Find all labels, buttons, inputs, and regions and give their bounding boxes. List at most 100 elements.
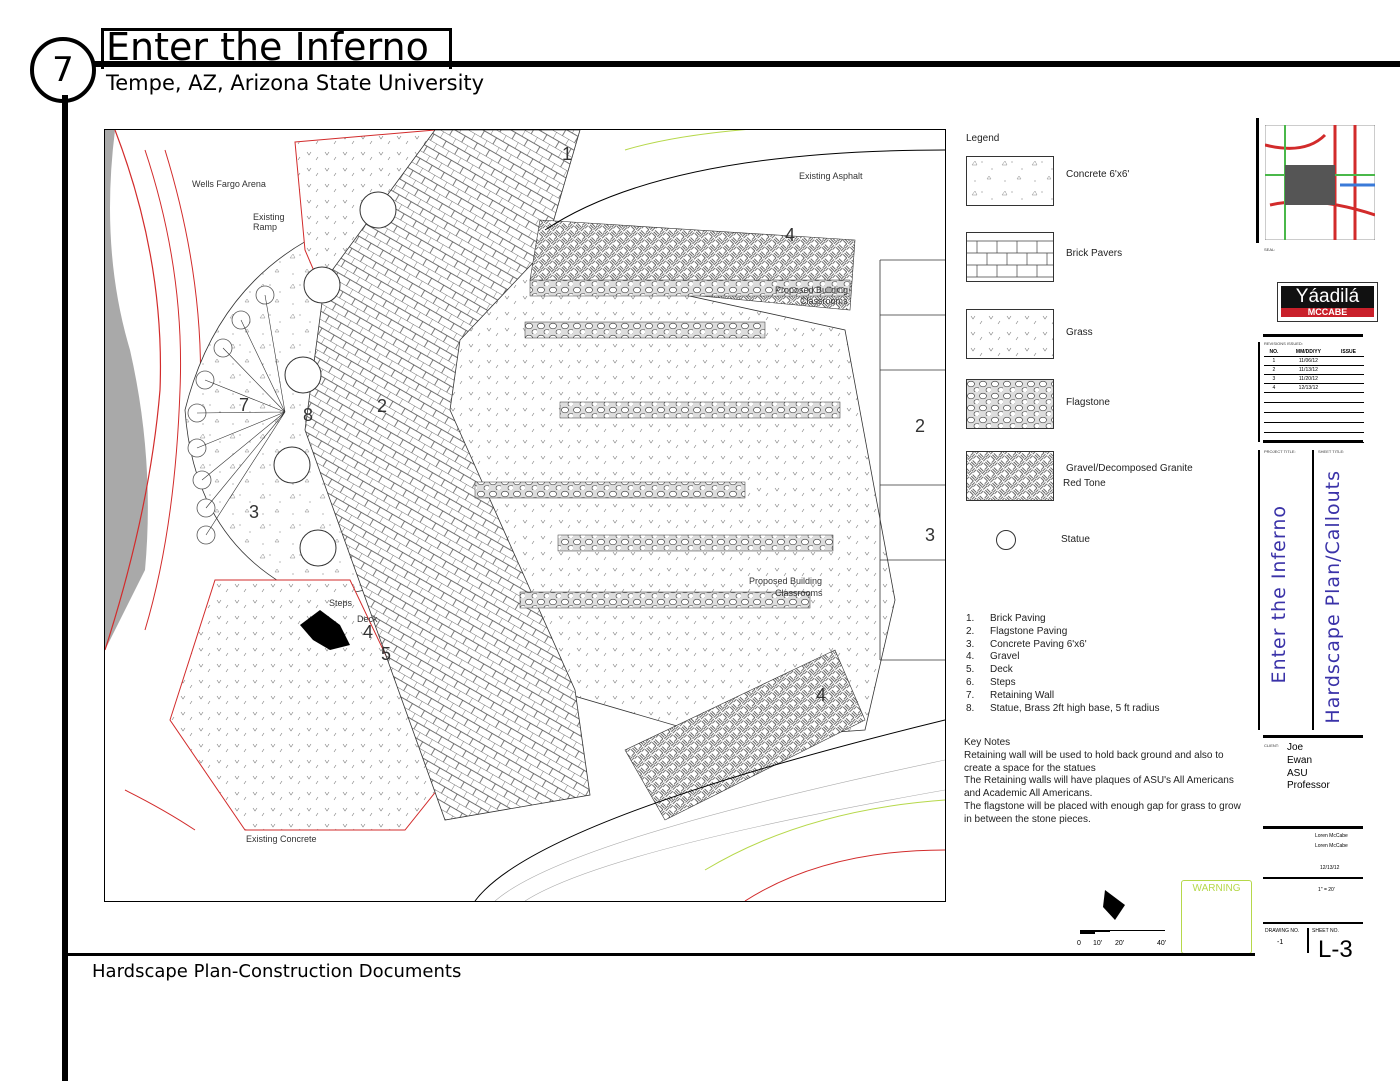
callout-2: 2: [377, 396, 387, 416]
note-item: 5.Deck: [966, 664, 1013, 676]
sheet-number-circle: 7: [30, 37, 96, 103]
label-existing-concrete: Existing Concrete: [246, 834, 317, 844]
callout-2: 2: [915, 416, 925, 436]
north-arrow-icon: [1103, 890, 1125, 920]
scale-label: 20': [1115, 940, 1124, 947]
revision-row-empty: [1264, 422, 1364, 433]
site-plan: Wells Fargo Arena Existing Ramp Existing…: [104, 129, 946, 902]
callout-4: 4: [363, 622, 373, 642]
label-classrooms: Classrooms: [800, 296, 848, 306]
note-item: 6.Steps: [966, 676, 1016, 688]
tb-rule: [1263, 735, 1363, 738]
revisions-label: REVISIONS ISSUED:: [1264, 341, 1303, 346]
key-note: The Retaining walls will have plaques of…: [964, 775, 1234, 800]
label-existing-ramp: Existing: [253, 212, 285, 222]
drawn-by: Loren McCabe: [1315, 833, 1348, 839]
legend-item-brick: Brick Pavers: [966, 232, 1246, 282]
scale-label: 10': [1093, 940, 1102, 947]
location-map: [1265, 125, 1375, 240]
tb-rule: [1256, 118, 1259, 243]
tb-rule: [1263, 334, 1363, 337]
legend-title: Legend: [966, 133, 1000, 144]
legend-item-grass: Grass: [966, 309, 1246, 359]
note-item: 3.Concrete Paving 6'x6': [966, 638, 1087, 650]
note-item: 4.Gravel: [966, 651, 1020, 663]
label-classrooms-2: Classrooms: [775, 588, 823, 598]
label-steps: Steps: [329, 598, 353, 608]
revision-row-empty: [1264, 392, 1364, 403]
sheet-number: L-3: [1318, 936, 1353, 963]
callout-3: 3: [925, 525, 935, 545]
legend: Legend Concrete 6'x6' Brick Pavers Grass…: [966, 133, 1246, 550]
note-item: 1.Brick Paving: [966, 613, 1046, 624]
title-frame: [101, 28, 452, 69]
north-arrow-and-scale: 0 10' 20' 40': [1077, 890, 1166, 947]
warning-stamp: WARNING: [1181, 880, 1252, 954]
tb-rule: [1258, 450, 1260, 730]
key-notes-title: Key Notes: [964, 737, 1011, 748]
page-subtitle: Tempe, AZ, Arizona State University: [106, 71, 485, 95]
callout-8: 8: [303, 405, 313, 425]
legend-item-concrete: Concrete 6'x6': [966, 156, 1246, 206]
revision-row-empty: [1264, 432, 1364, 443]
callout-4: 4: [785, 225, 795, 245]
label-proposed-building-2: Proposed Building: [749, 576, 822, 586]
scale: 1" = 20': [1318, 887, 1335, 893]
label-deck: Deck: [357, 614, 378, 624]
grass-swatch: [966, 309, 1054, 359]
gravel-swatch: [966, 451, 1054, 501]
tb-rule: [1263, 922, 1363, 924]
tb-rule: [1312, 450, 1314, 730]
label-wells-fargo-arena: Wells Fargo Arena: [192, 179, 266, 189]
footer-title: Hardscape Plan-Construction Documents: [92, 961, 462, 982]
date: 12/13/12: [1320, 865, 1340, 871]
left-rule: [62, 95, 68, 1081]
legend-item-flagstone: Flagstone: [966, 379, 1246, 429]
client-label: CLIENT:: [1264, 743, 1279, 748]
sheet-no-label: SHEET NO.: [1312, 928, 1339, 934]
note-item: 8.Statue, Brass 2ft high base, 5 ft radi…: [966, 702, 1160, 714]
firm-logo: Yáadilá MCCABE: [1277, 282, 1378, 322]
callout-4: 4: [816, 685, 826, 705]
label-existing-ramp-2: Ramp: [253, 222, 277, 232]
header-rule: [88, 61, 1400, 67]
sheet-title-label: SHEET TITLE:: [1318, 449, 1345, 454]
sheet-title: Hardscape Plan/Callouts: [1322, 470, 1344, 724]
label-existing-asphalt: Existing Asphalt: [799, 171, 863, 181]
drawing-no: -1: [1277, 939, 1284, 946]
tb-rule: [1307, 928, 1309, 953]
key-note: Retaining wall will be used to hold back…: [964, 749, 1224, 774]
scale-label: 0: [1077, 940, 1081, 947]
revision-row-empty: [1264, 412, 1364, 423]
client-info: Joe Ewan ASU Professor: [1287, 742, 1330, 792]
callout-5: 5: [381, 644, 391, 664]
revision-row-empty: [1264, 402, 1364, 413]
footer-rule: [65, 953, 1255, 956]
checked-by: Loren McCabe: [1315, 843, 1348, 849]
scale-label: 40': [1157, 940, 1166, 947]
flagstone-swatch: [966, 379, 1054, 429]
seal-label: SEAL:: [1264, 247, 1276, 252]
callout-3: 3: [249, 502, 259, 522]
label-proposed-building: Proposed Building: [775, 285, 848, 295]
legend-item-gravel: Gravel/Decomposed Granite Red Tone: [966, 451, 1246, 501]
brick-swatch: [966, 232, 1054, 282]
tb-rule: [1263, 826, 1363, 829]
statue-symbol: [996, 530, 1016, 550]
tb-rule: [1258, 342, 1260, 442]
project-title: Enter the Inferno: [1268, 505, 1290, 684]
tb-rule: [1263, 877, 1363, 879]
key-note: The flagstone will be placed with enough…: [964, 800, 1241, 825]
drawing-no-label: DRAWING NO.: [1265, 928, 1300, 934]
project-title-label: PROJECT TITLE:: [1264, 449, 1296, 454]
concrete-swatch: [966, 156, 1054, 206]
note-item: 7.Retaining Wall: [966, 689, 1055, 701]
callout-1: 1: [562, 144, 572, 164]
note-item: 2.Flagstone Paving: [966, 625, 1068, 637]
